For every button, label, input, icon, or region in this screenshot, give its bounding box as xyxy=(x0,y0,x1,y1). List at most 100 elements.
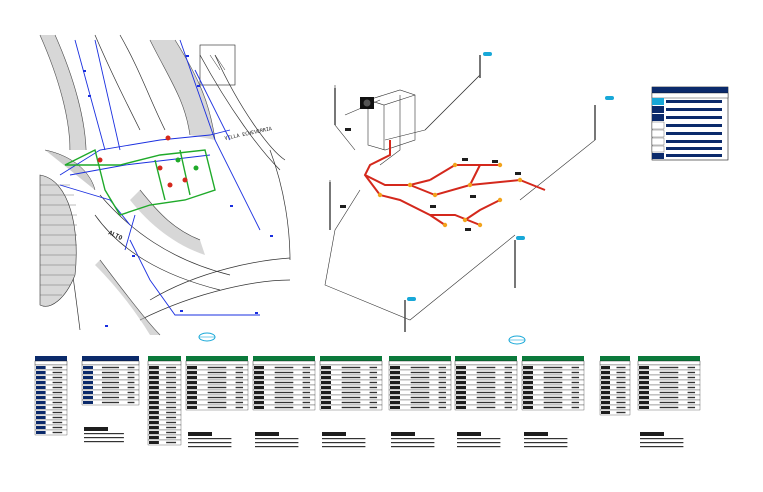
table-row xyxy=(454,369,518,376)
hatched-island xyxy=(39,149,96,307)
schedule-table xyxy=(388,356,452,448)
table-row xyxy=(34,399,68,406)
north-arrow-icon xyxy=(198,332,216,342)
table-row xyxy=(599,389,631,396)
table-header xyxy=(320,356,382,361)
note-line xyxy=(322,442,366,444)
table-row xyxy=(147,439,182,446)
note-line xyxy=(640,446,684,448)
table-row xyxy=(147,429,182,436)
table-row xyxy=(599,374,631,381)
note-line xyxy=(391,446,435,448)
pump-tank-box xyxy=(360,89,416,151)
table-row xyxy=(252,369,316,376)
table-subheader xyxy=(252,360,316,366)
blue-route-lines xyxy=(59,39,261,316)
schedule-table xyxy=(637,356,701,448)
table-subheader xyxy=(34,360,68,366)
table-row xyxy=(185,389,249,396)
table-row xyxy=(147,399,182,406)
table-row xyxy=(521,399,585,406)
note-line xyxy=(188,446,232,448)
table-row xyxy=(81,369,140,376)
table-row xyxy=(637,389,701,396)
note-line xyxy=(255,438,299,440)
table-row xyxy=(147,404,182,411)
table-row xyxy=(319,369,383,376)
note-line xyxy=(255,446,299,448)
table-row xyxy=(34,404,68,411)
legend-row xyxy=(652,114,722,121)
route-symbols xyxy=(83,55,273,327)
table-row xyxy=(81,394,140,401)
note-tag xyxy=(255,432,279,436)
note-line xyxy=(391,438,435,440)
legend-row xyxy=(651,121,722,130)
schedule-table xyxy=(147,356,182,446)
table-header xyxy=(455,356,517,361)
table-row xyxy=(81,389,140,396)
table-row xyxy=(454,364,518,371)
table-row xyxy=(637,384,701,391)
note-tag xyxy=(188,432,212,436)
table-row xyxy=(637,374,701,381)
table-row xyxy=(252,404,316,411)
table-row xyxy=(185,374,249,381)
table-row xyxy=(454,374,518,381)
table-row xyxy=(147,389,182,396)
table-row xyxy=(34,369,68,376)
table-row xyxy=(147,414,182,421)
note-line xyxy=(322,446,366,448)
table-header xyxy=(638,356,700,361)
table-row xyxy=(34,394,68,401)
table-row xyxy=(521,384,585,391)
table-row xyxy=(521,389,585,396)
table-row xyxy=(252,389,316,396)
table-row xyxy=(599,399,631,406)
schedule-table xyxy=(454,356,518,448)
street-label-alto: ALTO xyxy=(107,229,123,242)
note-line xyxy=(524,438,568,440)
road-outlines xyxy=(39,34,291,336)
table-row xyxy=(599,394,631,401)
table-row xyxy=(599,404,631,411)
table-header xyxy=(389,356,451,361)
sidewalk-fill xyxy=(40,35,215,335)
note-tag xyxy=(524,432,548,436)
table-row xyxy=(637,394,701,401)
table-row xyxy=(388,379,452,386)
legend-row xyxy=(651,129,722,138)
note-line xyxy=(391,442,435,444)
table-row xyxy=(319,389,383,396)
site-plan: VILLA ECHEVERRIA ALTO xyxy=(39,34,291,342)
legend-row xyxy=(651,137,722,146)
note-line xyxy=(640,438,684,440)
table-row xyxy=(637,404,701,411)
table-row xyxy=(252,379,316,386)
table-row xyxy=(34,384,68,391)
table-header xyxy=(35,356,67,361)
table-row xyxy=(599,409,631,416)
table-row xyxy=(637,399,701,406)
table-row xyxy=(81,374,140,381)
table-header xyxy=(600,356,630,361)
note-line xyxy=(188,438,232,440)
table-row xyxy=(34,379,68,386)
table-row xyxy=(147,424,182,431)
table-row xyxy=(599,369,631,376)
schedule-table xyxy=(185,356,249,448)
note-line xyxy=(84,441,124,443)
table-row xyxy=(147,364,182,371)
table-row xyxy=(34,429,68,436)
pipe-fittings xyxy=(377,162,523,228)
table-row xyxy=(454,394,518,401)
table-subheader xyxy=(637,360,701,366)
table-row xyxy=(319,384,383,391)
table-row xyxy=(521,369,585,376)
table-row xyxy=(521,404,585,411)
table-row xyxy=(454,379,518,386)
cyan-markers xyxy=(407,52,614,301)
table-row xyxy=(147,394,182,401)
note-tag xyxy=(457,432,481,436)
